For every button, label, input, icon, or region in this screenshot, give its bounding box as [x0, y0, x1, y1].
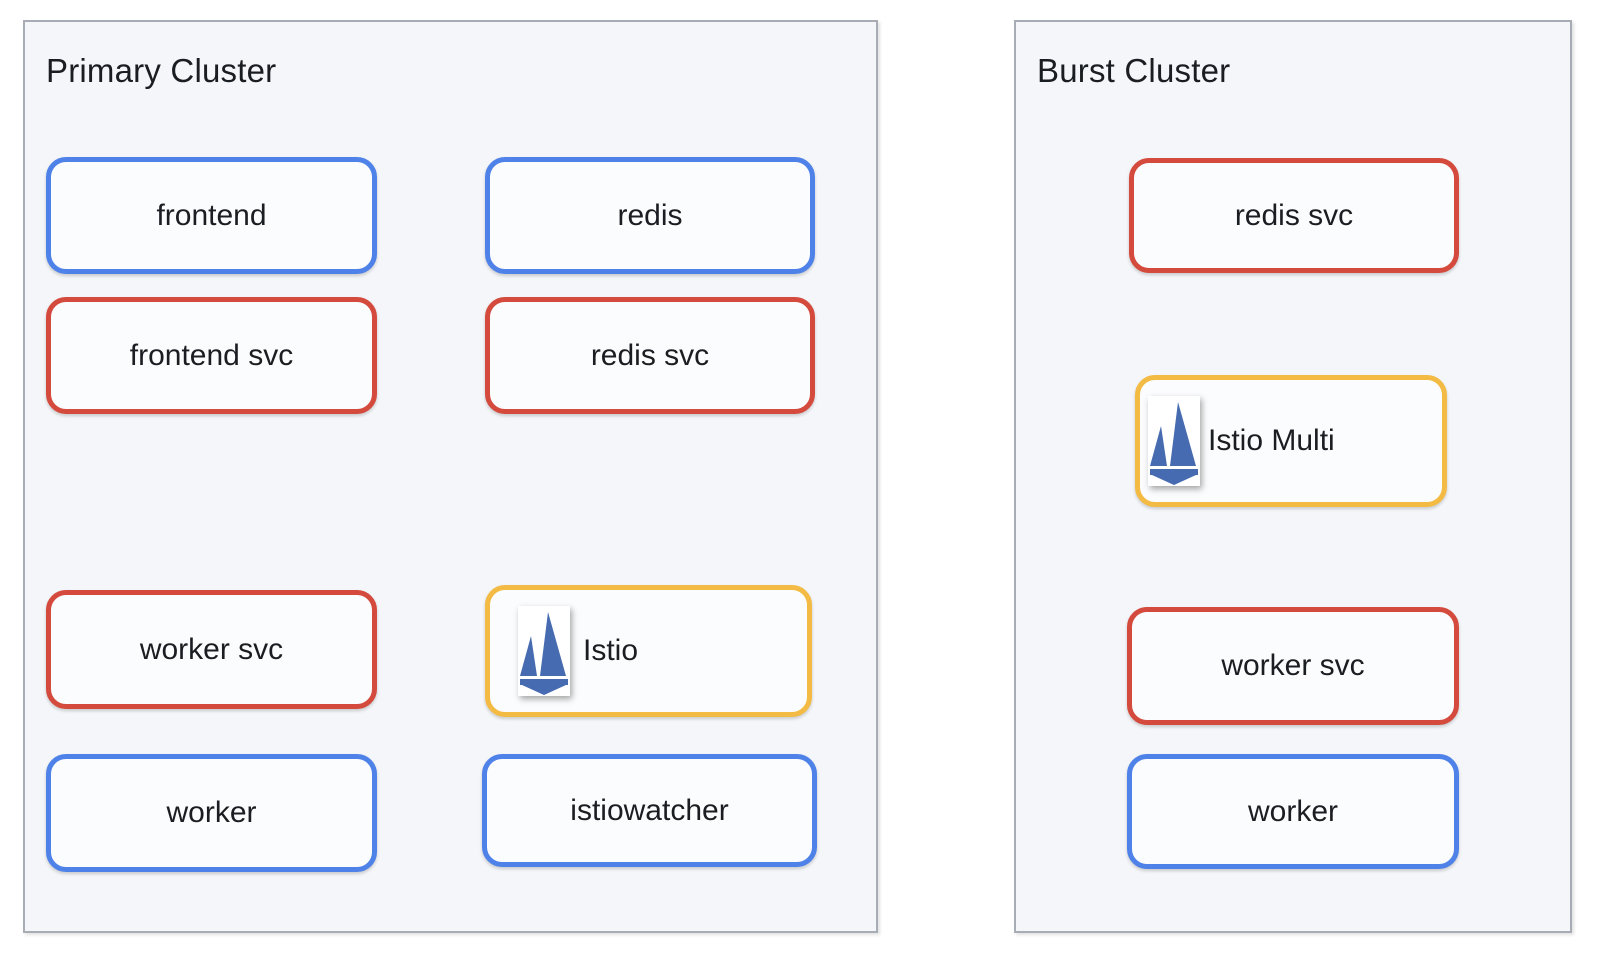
- node-label: worker: [1247, 794, 1338, 828]
- node-redis-svc: redis svc: [485, 297, 815, 414]
- burst-cluster: Burst Cluster redis svc Istio Multi work…: [1014, 20, 1572, 933]
- node-label: worker svc: [139, 632, 284, 666]
- node-istio: Istio: [485, 585, 812, 717]
- istio-sailboat-icon: [518, 606, 570, 696]
- node-label: frontend: [156, 198, 267, 232]
- node-label: Istio Multi: [1208, 424, 1335, 457]
- istio-sailboat-icon: [1148, 396, 1200, 486]
- node-istiowatcher: istiowatcher: [482, 754, 817, 867]
- node-frontend: frontend: [46, 157, 377, 274]
- node-worker-svc: worker svc: [46, 590, 377, 709]
- node-worker-burst: worker: [1127, 754, 1459, 869]
- node-redis: redis: [485, 157, 815, 274]
- node-istio-multi: Istio Multi: [1135, 375, 1447, 507]
- node-redis-svc-burst: redis svc: [1129, 158, 1459, 273]
- burst-cluster-title: Burst Cluster: [1037, 52, 1231, 89]
- node-label: frontend svc: [129, 338, 294, 372]
- node-label: redis svc: [1234, 198, 1354, 232]
- node-label: worker svc: [1221, 649, 1365, 682]
- primary-cluster: Primary Cluster frontend redis frontend …: [23, 20, 878, 933]
- node-worker-svc-burst: worker svc: [1127, 607, 1459, 725]
- node-label: redis: [617, 198, 683, 232]
- node-label: Istio: [583, 634, 639, 667]
- node-label: redis svc: [590, 338, 710, 372]
- node-worker: worker: [46, 754, 377, 872]
- node-frontend-svc: frontend svc: [46, 297, 377, 414]
- node-label: worker: [166, 796, 257, 829]
- node-label: istiowatcher: [570, 793, 729, 827]
- primary-cluster-title: Primary Cluster: [46, 52, 277, 89]
